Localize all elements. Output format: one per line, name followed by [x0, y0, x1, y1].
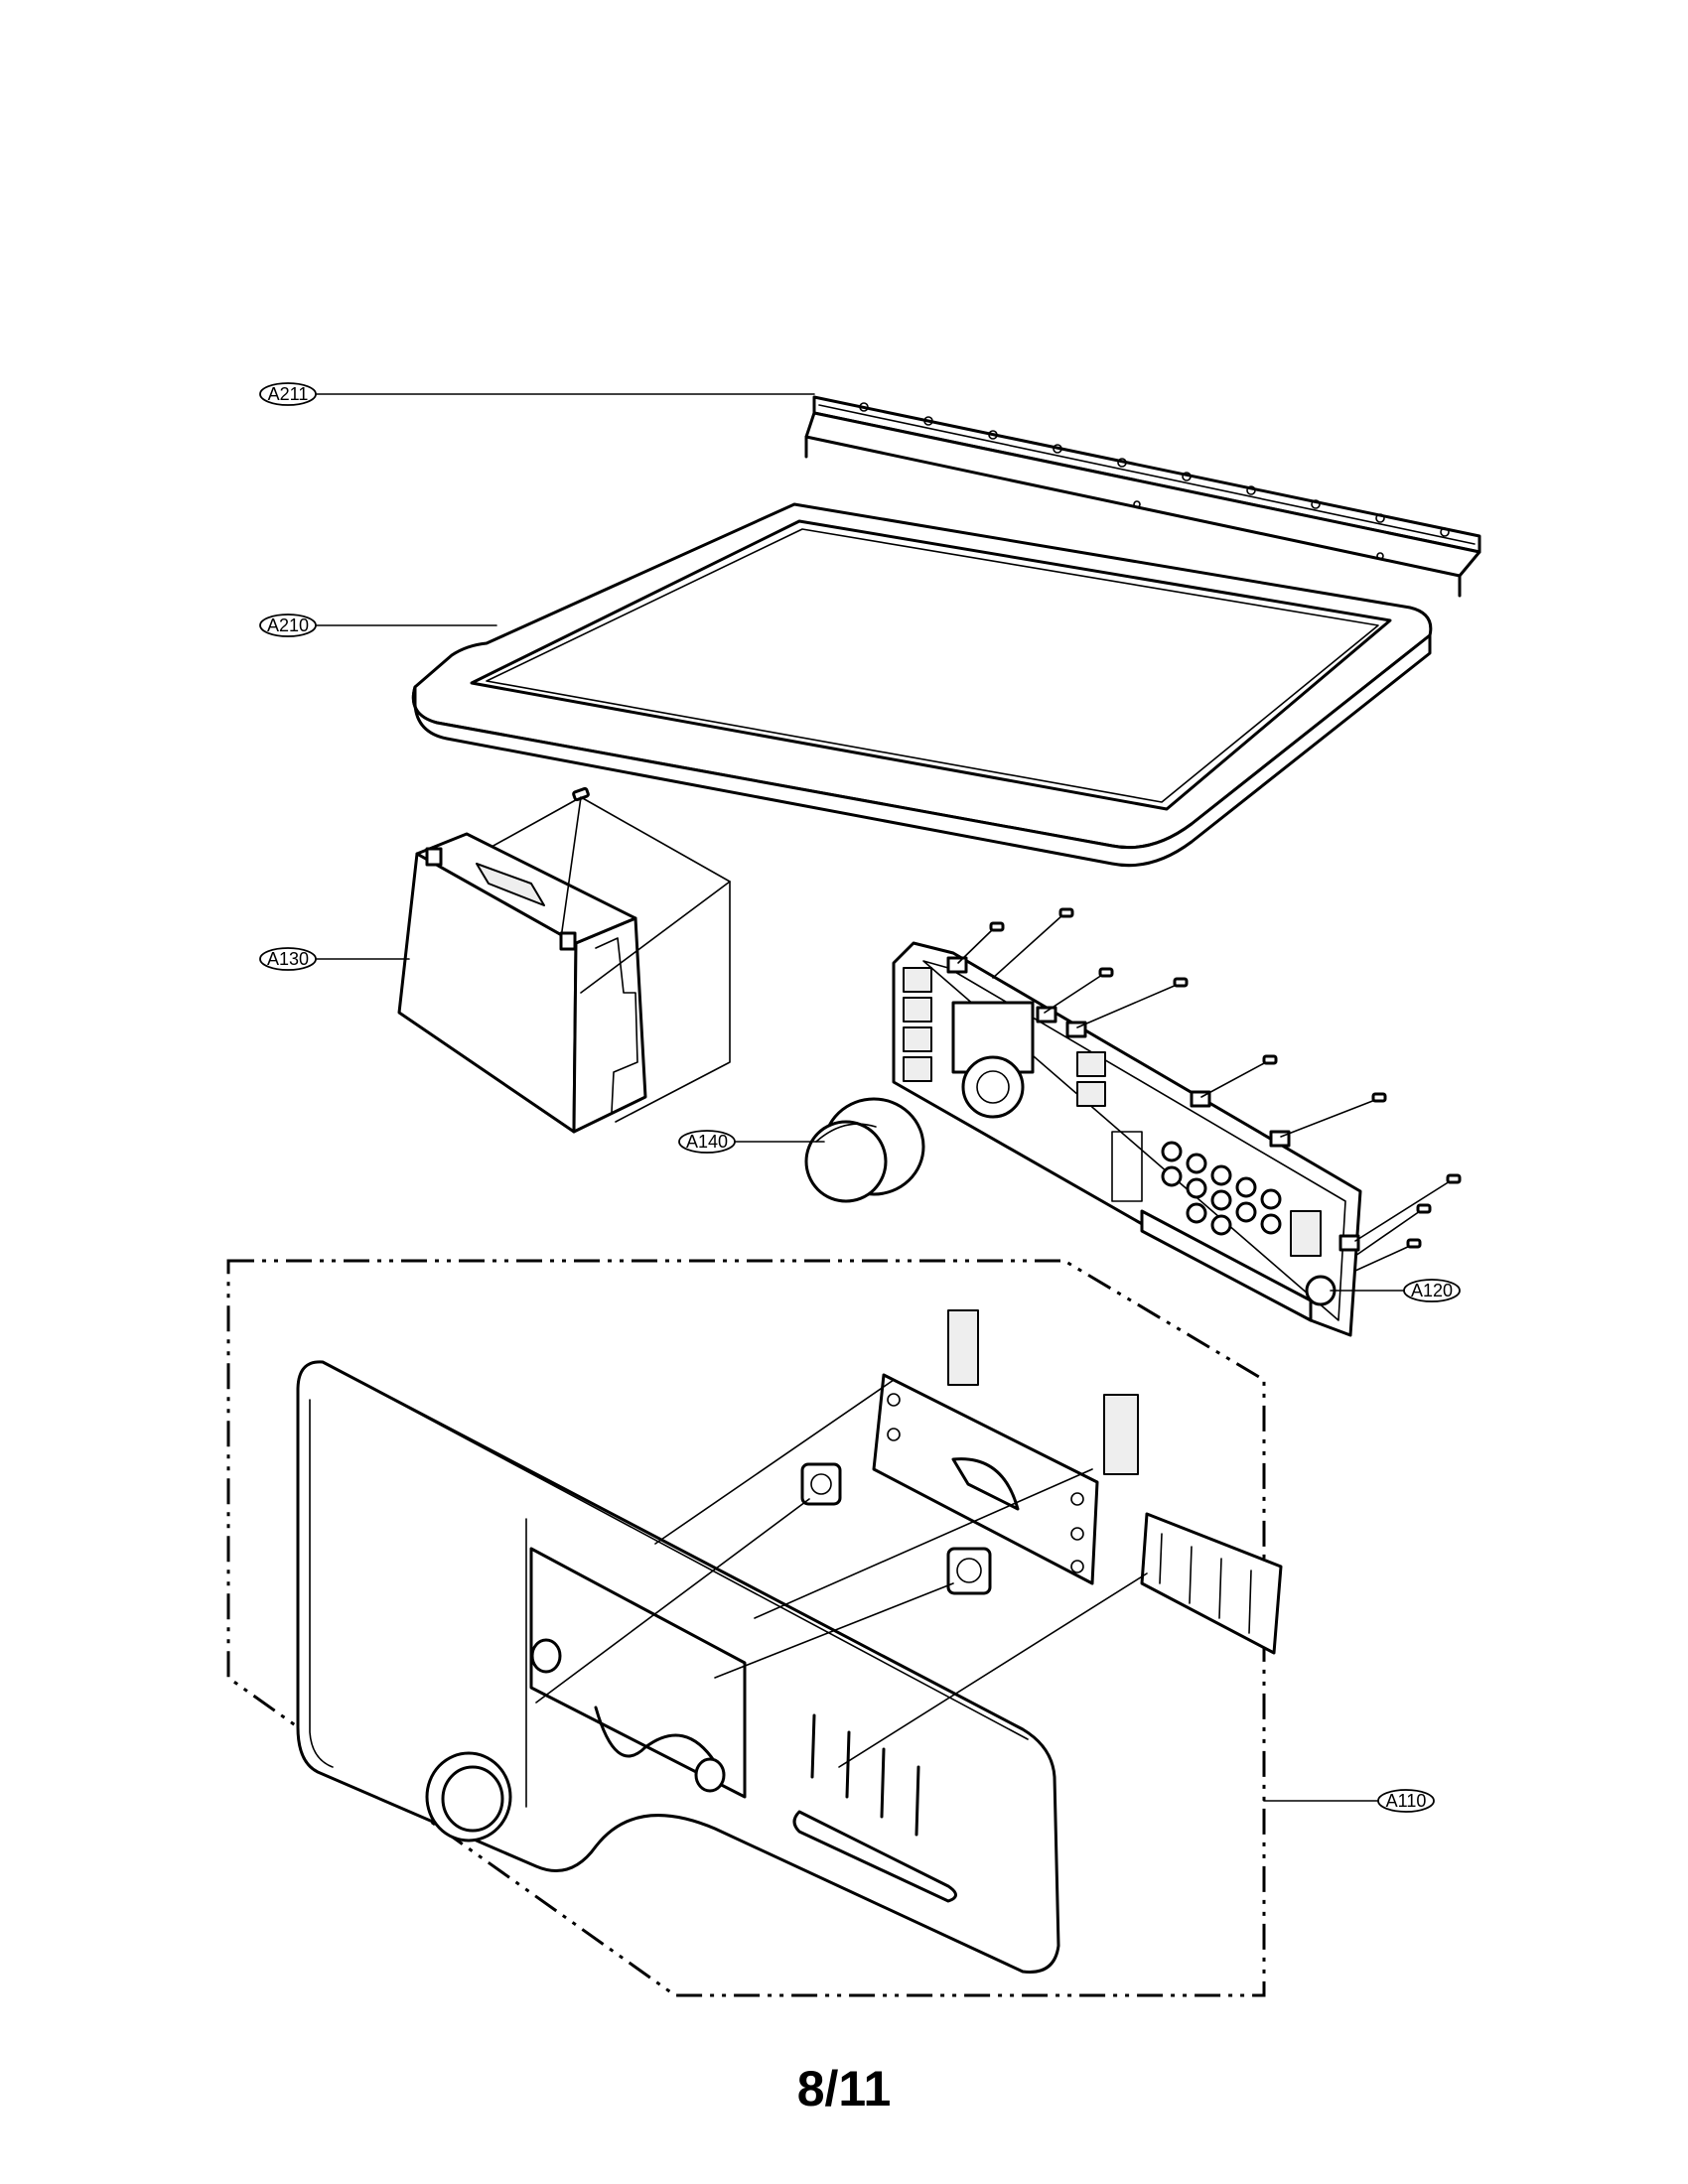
callout-label: A130: [267, 949, 309, 969]
control-panel-internals: [535, 1309, 1283, 1768]
assembly-boundary: [226, 1259, 1266, 1997]
pcb-assembly: [892, 907, 1462, 1337]
callout-A211: A211: [259, 382, 815, 406]
callout-A110: A110: [1263, 1789, 1435, 1813]
screws: [957, 907, 1462, 1272]
callout-label: A210: [267, 615, 309, 635]
callout-label: A110: [1386, 1791, 1427, 1811]
drawer-panel: [397, 786, 731, 1134]
callout-A130: A130: [259, 947, 410, 971]
callout-A140: A140: [678, 1130, 825, 1154]
callout-A120: A120: [1330, 1279, 1461, 1302]
screw: [572, 786, 590, 802]
rear-bracket-rail: [804, 395, 1481, 598]
callout-label: A211: [268, 384, 309, 404]
callout-label: A140: [686, 1132, 728, 1152]
page-number: 8/11: [796, 2061, 892, 2116]
control-panel-front: [296, 1360, 1060, 1974]
top-plate-frame: [411, 502, 1433, 868]
knob: [804, 1097, 925, 1203]
callout-label: A120: [1411, 1281, 1453, 1300]
callout-A210: A210: [259, 614, 497, 637]
